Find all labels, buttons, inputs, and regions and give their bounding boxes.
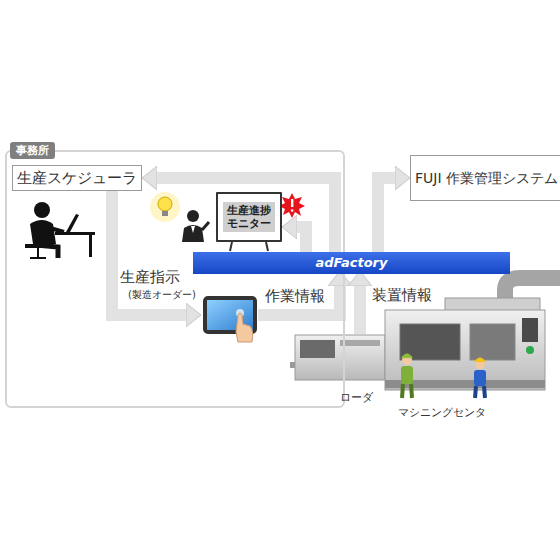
machine-illustration — [505, 278, 560, 300]
idea-lightbulb — [158, 197, 172, 211]
manager-figure — [187, 210, 199, 222]
machine-illustration — [340, 340, 380, 346]
manager-figure — [182, 210, 209, 242]
desk-worker-icon — [55, 232, 95, 235]
part-name: マシニングセンタ — [398, 405, 486, 420]
machine-illustration — [290, 278, 560, 390]
idea-lightbulb — [150, 192, 180, 222]
machine-illustration — [470, 324, 515, 360]
node-text: 生産スケジューラ — [17, 169, 137, 188]
monitor-stand — [266, 242, 268, 251]
worker-figure — [401, 366, 413, 384]
flow-sublabel: (製造オーダー) — [128, 288, 196, 302]
process-box: 生産スケジューラ — [12, 165, 142, 191]
machine-illustration — [385, 310, 545, 390]
desk-worker-icon — [50, 228, 64, 232]
desk-worker-icon — [66, 214, 79, 232]
node-text: FUJI 作業管理システム — [415, 169, 558, 187]
worker-figure — [401, 354, 413, 359]
desk-worker-icon — [25, 202, 95, 258]
desk-worker-icon — [30, 220, 56, 244]
machine-illustration — [522, 318, 538, 342]
machine-illustration — [295, 335, 385, 380]
desk-worker-icon — [89, 235, 92, 257]
alert-burst — [291, 209, 294, 212]
worker-figure — [475, 386, 485, 398]
idea-lightbulb — [150, 192, 180, 222]
flow-label: 装置情報 — [372, 286, 432, 305]
flow-connector — [297, 227, 306, 252]
machine-illustration — [300, 340, 335, 358]
manager-figure — [191, 226, 195, 233]
idea-lightbulb — [162, 211, 168, 216]
flow-connector — [378, 178, 395, 252]
flow-connector — [157, 178, 335, 252]
manager-figure — [182, 225, 204, 242]
tablet-icon — [236, 313, 253, 342]
monitor-stand — [230, 242, 268, 251]
worker-figure — [402, 384, 412, 398]
alert-burst — [279, 193, 305, 218]
node-text: 事務所 — [10, 142, 55, 159]
node-text: 生産進捗モニター — [223, 202, 275, 232]
tablet-icon — [203, 296, 257, 342]
flow-label: 生産指示 — [120, 268, 180, 287]
machine-illustration — [526, 346, 534, 354]
part-name: ローダ — [340, 390, 373, 405]
system-box: FUJI 作業管理システム — [410, 155, 560, 201]
monitor-board: 生産進捗モニター — [216, 192, 282, 242]
worker-figure — [474, 358, 486, 363]
worker-figure — [474, 370, 486, 386]
desk-worker-icon — [30, 248, 46, 258]
desk-worker-icon — [34, 202, 50, 218]
manager-figure — [202, 222, 209, 230]
platform-bar: adFactory — [193, 252, 510, 274]
machine-illustration — [400, 324, 460, 360]
alert-burst — [279, 193, 305, 218]
alert-burst — [291, 199, 293, 207]
flow-arrow — [354, 286, 366, 334]
flow-arrow — [258, 286, 340, 315]
worker-figure — [401, 354, 486, 399]
flow-label: 作業情報 — [265, 287, 325, 306]
desk-worker-icon — [25, 244, 51, 248]
node-text: adFactory — [316, 254, 388, 272]
monitor-stand — [230, 242, 232, 251]
